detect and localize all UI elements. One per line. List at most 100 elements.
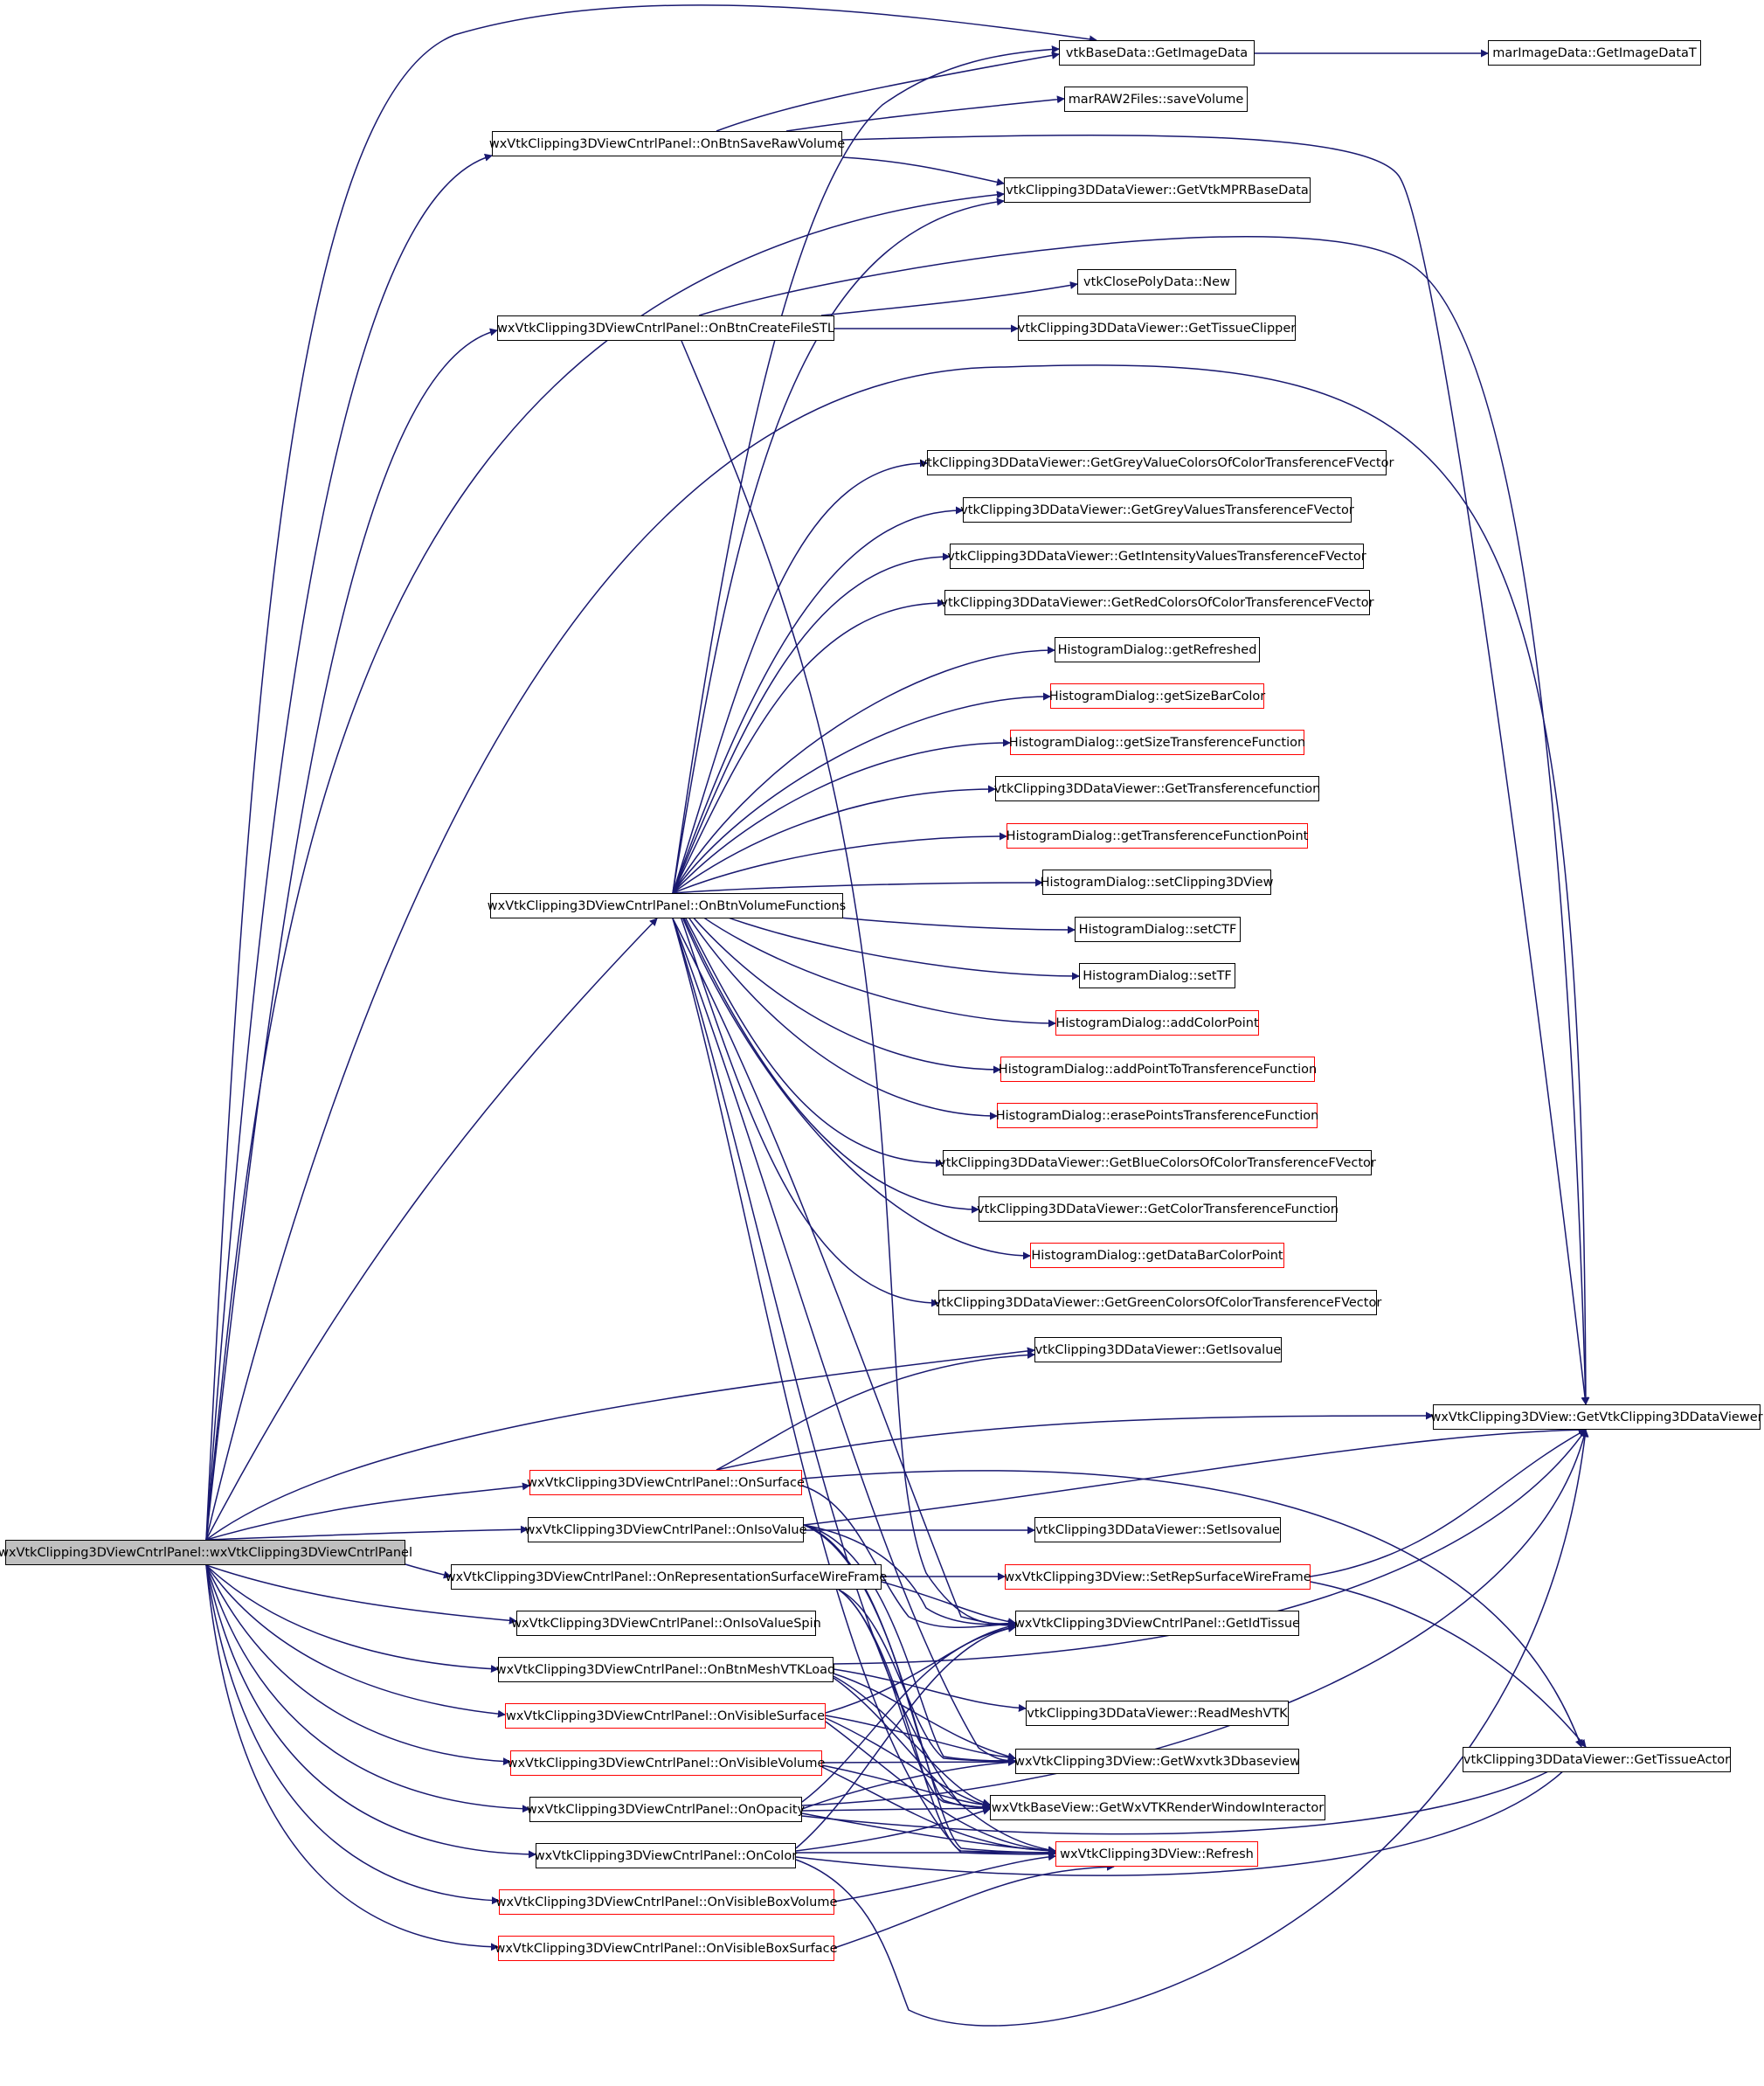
edge-root-volume-functions xyxy=(205,918,658,1541)
node-hd-get-data-bar-color-point[interactable]: HistogramDialog::getDataBarColorPoint xyxy=(1030,1243,1284,1268)
node-on-visible-box-surface[interactable]: wxVtkClipping3DViewCntrlPanel::OnVisible… xyxy=(495,1936,838,1961)
node-vtk-base-data-get-image-data[interactable]: vtkBaseData::GetImageData xyxy=(1059,40,1255,66)
edge-vf-0 xyxy=(672,459,928,894)
edge-col-get-id-tissue xyxy=(795,1624,1016,1849)
node-on-btn-create-file-stl[interactable]: wxVtkClipping3DViewCntrlPanel::OnBtnCrea… xyxy=(497,315,834,341)
edge-setrep-get-vtk-clipping3d-data-viewer xyxy=(1310,1429,1587,1577)
node-read-mesh-vtk[interactable]: vtkClipping3DDataViewer::ReadMeshVTK xyxy=(1026,1701,1289,1726)
node-hd-get-size-bar-color[interactable]: HistogramDialog::getSizeBarColor xyxy=(1049,683,1265,709)
edge-vf-5 xyxy=(672,692,1051,894)
node-hd-set-clipping3d-view[interactable]: HistogramDialog::setClipping3DView xyxy=(1041,870,1273,895)
node-refresh[interactable]: wxVtkClipping3DView::Refresh xyxy=(1055,1841,1258,1867)
node-get-isovalue[interactable]: vtkClipping3DDataViewer::GetIsovalue xyxy=(1034,1337,1282,1362)
edge-root-on-surface xyxy=(205,1482,530,1541)
node-on-visible-surface[interactable]: wxVtkClipping3DViewCntrlPanel::OnVisible… xyxy=(505,1703,826,1729)
edge-root-create-file-stl xyxy=(205,328,498,1541)
edge-op-refresh xyxy=(801,1812,1056,1855)
node-set-rep-surface-wire-frame[interactable]: wxVtkClipping3DView::SetRepSurfaceWireFr… xyxy=(1004,1564,1311,1590)
edge-vf-3 xyxy=(672,599,945,894)
node-hd-get-transference-function-point[interactable]: HistogramDialog::getTransferenceFunction… xyxy=(1007,823,1308,849)
edge-root-on-color xyxy=(205,1564,536,1859)
node-on-btn-mesh-vtk-load[interactable]: wxVtkClipping3DViewCntrlPanel::OnBtnMesh… xyxy=(496,1657,835,1682)
node-hd-get-size-transference-function[interactable]: HistogramDialog::getSizeTransferenceFunc… xyxy=(1009,730,1305,755)
node-on-visible-volume[interactable]: wxVtkClipping3DViewCntrlPanel::OnVisible… xyxy=(508,1750,825,1776)
edge-surface-get-isovalue xyxy=(716,1350,1035,1471)
node-get-vtk-mpr-base-data[interactable]: vtkClipping3DDataViewer::GetVtkMPRBaseDa… xyxy=(1004,177,1311,203)
edge-vs-refresh xyxy=(825,1721,1056,1854)
edge-root-get-image-data xyxy=(205,4,1097,1541)
node-hd-set-ctf[interactable]: HistogramDialog::setCTF xyxy=(1075,917,1241,942)
edge-vs-render-window-interactor xyxy=(825,1717,991,1809)
node-get-wxvtk3dbaseview[interactable]: wxVtkClipping3DView::GetWxvtk3Dbaseview xyxy=(1014,1749,1300,1774)
node-on-surface[interactable]: wxVtkClipping3DViewCntrlPanel::OnSurface xyxy=(527,1470,805,1495)
node-get-color-transference-function[interactable]: vtkClipping3DDataViewer::GetColorTransfe… xyxy=(977,1196,1339,1222)
node-get-wx-vtk-render-window-interactor[interactable]: wxVtkBaseView::GetWxVTKRenderWindowInter… xyxy=(990,1795,1325,1820)
node-hd-set-tf[interactable]: HistogramDialog::setTF xyxy=(1079,963,1235,988)
node-root[interactable]: wxVtkClipping3DViewCntrlPanel::wxVtkClip… xyxy=(0,1540,412,1565)
edge-mesh-render-window-interactor xyxy=(833,1675,991,1807)
node-get-id-tissue[interactable]: wxVtkClipping3DViewCntrlPanel::GetIdTiss… xyxy=(1014,1611,1300,1636)
edge-srv-get-image-data xyxy=(716,51,1060,132)
node-hd-get-refreshed[interactable]: HistogramDialog::getRefreshed xyxy=(1055,637,1260,662)
edge-surface-get-tissue-actor xyxy=(801,1470,1583,1748)
edge-vf-15 xyxy=(672,892,944,1168)
node-mar-image-data-get-image-data-t[interactable]: marImageData::GetImageDataT xyxy=(1488,40,1701,66)
edge-op-get-id-tissue xyxy=(801,1624,1016,1803)
edge-vs-get-wxvtk3dbaseview xyxy=(825,1715,1016,1762)
edge-op-get-vtk-clipping3d-data-viewer xyxy=(801,1429,1588,1806)
edge-vv-get-wxvtk3dbaseview xyxy=(821,1757,1016,1766)
node-get-tissue-clipper[interactable]: vtkClipping3DDataViewer::GetTissueClippe… xyxy=(1018,315,1296,341)
edge-vf-get-image-data xyxy=(672,45,1060,894)
edge-setrep-get-tissue-actor xyxy=(1310,1581,1587,1748)
edge-rep-get-id-tissue xyxy=(881,1581,1016,1626)
node-get-transferencefunction[interactable]: vtkClipping3DDataViewer::GetTransference… xyxy=(994,776,1320,801)
edge-col-render-window-interactor xyxy=(795,1807,991,1852)
edge-vbv-refresh xyxy=(834,1853,1056,1902)
node-vtk-close-poly-data-new[interactable]: vtkClosePolyData::New xyxy=(1077,269,1236,295)
node-on-iso-value[interactable]: wxVtkClipping3DViewCntrlPanel::OnIsoValu… xyxy=(525,1517,807,1542)
node-get-grey-value-colors[interactable]: vtkClipping3DDataViewer::GetGreyValueCol… xyxy=(920,450,1394,475)
node-get-blue-colors[interactable]: vtkClipping3DDataViewer::GetBlueColorsOf… xyxy=(938,1150,1376,1175)
node-set-isovalue[interactable]: vtkClipping3DDataViewer::SetIsovalue xyxy=(1034,1517,1281,1542)
node-on-btn-volume-functions[interactable]: wxVtkClipping3DViewCntrlPanel::OnBtnVolu… xyxy=(488,893,846,918)
node-hd-erase-points-transference-function[interactable]: HistogramDialog::erasePointsTransference… xyxy=(996,1103,1318,1128)
edge-vf-14 xyxy=(672,892,998,1120)
edge-srv-get-vtk-clipping3d-data-viewer xyxy=(841,135,1589,1405)
node-get-vtk-clipping3d-data-viewer[interactable]: wxVtkClipping3DView::GetVtkClipping3DDat… xyxy=(1430,1404,1763,1430)
edge-stl-close-poly-data-new xyxy=(820,281,1078,316)
node-on-visible-box-volume[interactable]: wxVtkClipping3DViewCntrlPanel::OnVisible… xyxy=(496,1889,837,1915)
edge-root-save-raw-volume xyxy=(205,153,493,1541)
edge-vf-18 xyxy=(672,892,939,1307)
node-hd-add-point-to-transference-function[interactable]: HistogramDialog::addPointToTransferenceF… xyxy=(999,1057,1317,1082)
node-on-iso-value-spin[interactable]: wxVtkClipping3DViewCntrlPanel::OnIsoValu… xyxy=(511,1611,821,1636)
edge-vf-1 xyxy=(672,506,964,894)
edge-root-on-opacity xyxy=(205,1564,530,1813)
node-get-intensity-values[interactable]: vtkClipping3DDataViewer::GetIntensityVal… xyxy=(947,544,1366,569)
edge-vf-6 xyxy=(672,738,1011,894)
edge-srv-get-vtk-mpr-base-data xyxy=(841,156,1005,186)
edge-root-iso-value-spin xyxy=(205,1564,517,1625)
node-get-green-colors[interactable]: vtkClipping3DDataViewer::GetGreenColorsO… xyxy=(934,1290,1381,1315)
node-on-opacity[interactable]: wxVtkClipping3DViewCntrlPanel::OnOpacity xyxy=(527,1797,805,1822)
edge-vf-get-id-tissue xyxy=(672,918,1016,1630)
edge-vf-13 xyxy=(672,892,1001,1074)
node-get-red-colors[interactable]: vtkClipping3DDataViewer::GetRedColorsOfC… xyxy=(940,590,1374,615)
edge-op-get-wxvtk3dbaseview xyxy=(801,1758,1016,1810)
edge-root-visible-box-volume xyxy=(205,1564,500,1905)
node-on-btn-save-raw-volume[interactable]: wxVtkClipping3DViewCntrlPanel::OnBtnSave… xyxy=(489,131,845,156)
node-get-grey-values-transference[interactable]: vtkClipping3DDataViewer::GetGreyValuesTr… xyxy=(960,497,1354,523)
node-get-tissue-actor[interactable]: vtkClipping3DDataViewer::GetTissueActor xyxy=(1463,1747,1731,1772)
edge-vf-get-vtk-mpr-base-data xyxy=(672,198,1005,894)
edge-vv-render-window-interactor xyxy=(821,1764,991,1809)
edge-root-mesh-vtk-load xyxy=(205,1564,499,1674)
edge-iso-get-id-tissue xyxy=(803,1524,1016,1628)
edge-vf-17 xyxy=(672,892,1031,1260)
edge-root-visible-box-surface xyxy=(205,1564,499,1951)
edge-root-get-vtk-clipping3d-data-viewer xyxy=(205,364,1590,1541)
edge-mesh-get-vtk-clipping3d-data-viewer xyxy=(833,1429,1587,1665)
node-hd-add-color-point[interactable]: HistogramDialog::addColorPoint xyxy=(1055,1010,1259,1036)
node-on-representation-surface-wire-frame[interactable]: wxVtkClipping3DViewCntrlPanel::OnReprese… xyxy=(446,1564,887,1590)
node-mar-raw2files-save-volume[interactable]: marRAW2Files::saveVolume xyxy=(1064,87,1248,112)
node-on-color[interactable]: wxVtkClipping3DViewCntrlPanel::OnColor xyxy=(535,1843,797,1868)
edge-surface-get-vtk-clipping3d-data-viewer xyxy=(716,1411,1434,1471)
